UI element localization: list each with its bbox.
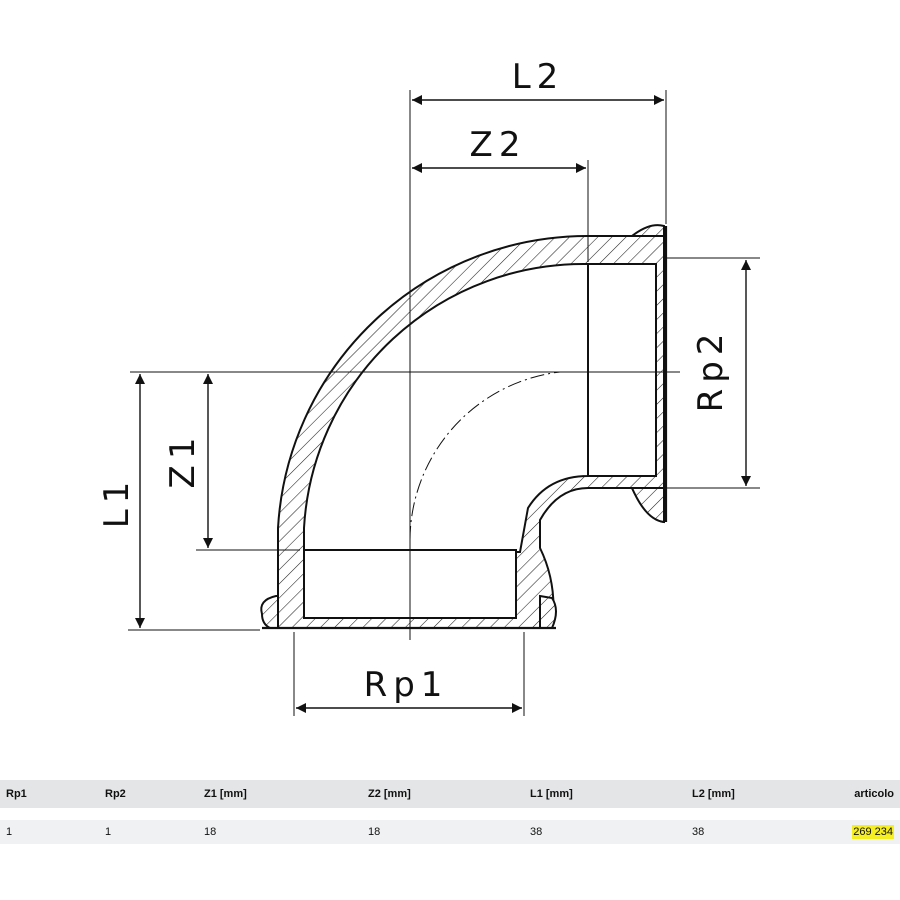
table-spacer bbox=[0, 808, 900, 820]
cell-z1: 18 bbox=[198, 820, 362, 844]
header-rp2: Rp2 bbox=[99, 780, 198, 808]
label-rp2: Rp2 bbox=[691, 328, 731, 413]
bottom-collar-right bbox=[539, 594, 557, 629]
article-number-highlight: 269 234 bbox=[852, 825, 894, 839]
label-z2: Z2 bbox=[470, 125, 527, 165]
elbow-axis-arc bbox=[409, 371, 680, 541]
label-l1: L1 bbox=[97, 476, 137, 529]
table-row: 1 1 18 18 38 38 269 234 bbox=[0, 820, 900, 844]
elbow-inner-bore bbox=[303, 262, 589, 553]
cell-articolo: 269 234 bbox=[826, 820, 900, 844]
header-l2: L2 [mm] bbox=[686, 780, 826, 808]
label-rp1: Rp1 bbox=[364, 665, 449, 705]
header-rp1: Rp1 bbox=[0, 780, 99, 808]
cell-z2: 18 bbox=[362, 820, 524, 844]
header-articolo: articolo bbox=[826, 780, 900, 808]
right-collar-bottom bbox=[630, 487, 665, 524]
cell-rp1: 1 bbox=[0, 820, 99, 844]
cell-rp2: 1 bbox=[99, 820, 198, 844]
header-z1: Z1 [mm] bbox=[198, 780, 362, 808]
elbow-fitting-drawing: L2 Z2 Rp2 L1 Z1 Rp1 bbox=[97, 57, 760, 716]
bottom-collar-left bbox=[260, 595, 279, 629]
cell-l1: 38 bbox=[524, 820, 686, 844]
header-z2: Z2 [mm] bbox=[362, 780, 524, 808]
right-collar-top bbox=[629, 224, 665, 237]
cell-l2: 38 bbox=[686, 820, 826, 844]
right-socket-bore bbox=[587, 263, 657, 477]
header-l1: L1 [mm] bbox=[524, 780, 686, 808]
table-header-row: Rp1 Rp2 Z1 [mm] Z2 [mm] L1 [mm] L2 [mm] … bbox=[0, 780, 900, 808]
label-l2: L2 bbox=[512, 57, 565, 97]
label-z1: Z1 bbox=[163, 432, 203, 489]
spec-table: Rp1 Rp2 Z1 [mm] Z2 [mm] L1 [mm] L2 [mm] … bbox=[0, 780, 900, 844]
